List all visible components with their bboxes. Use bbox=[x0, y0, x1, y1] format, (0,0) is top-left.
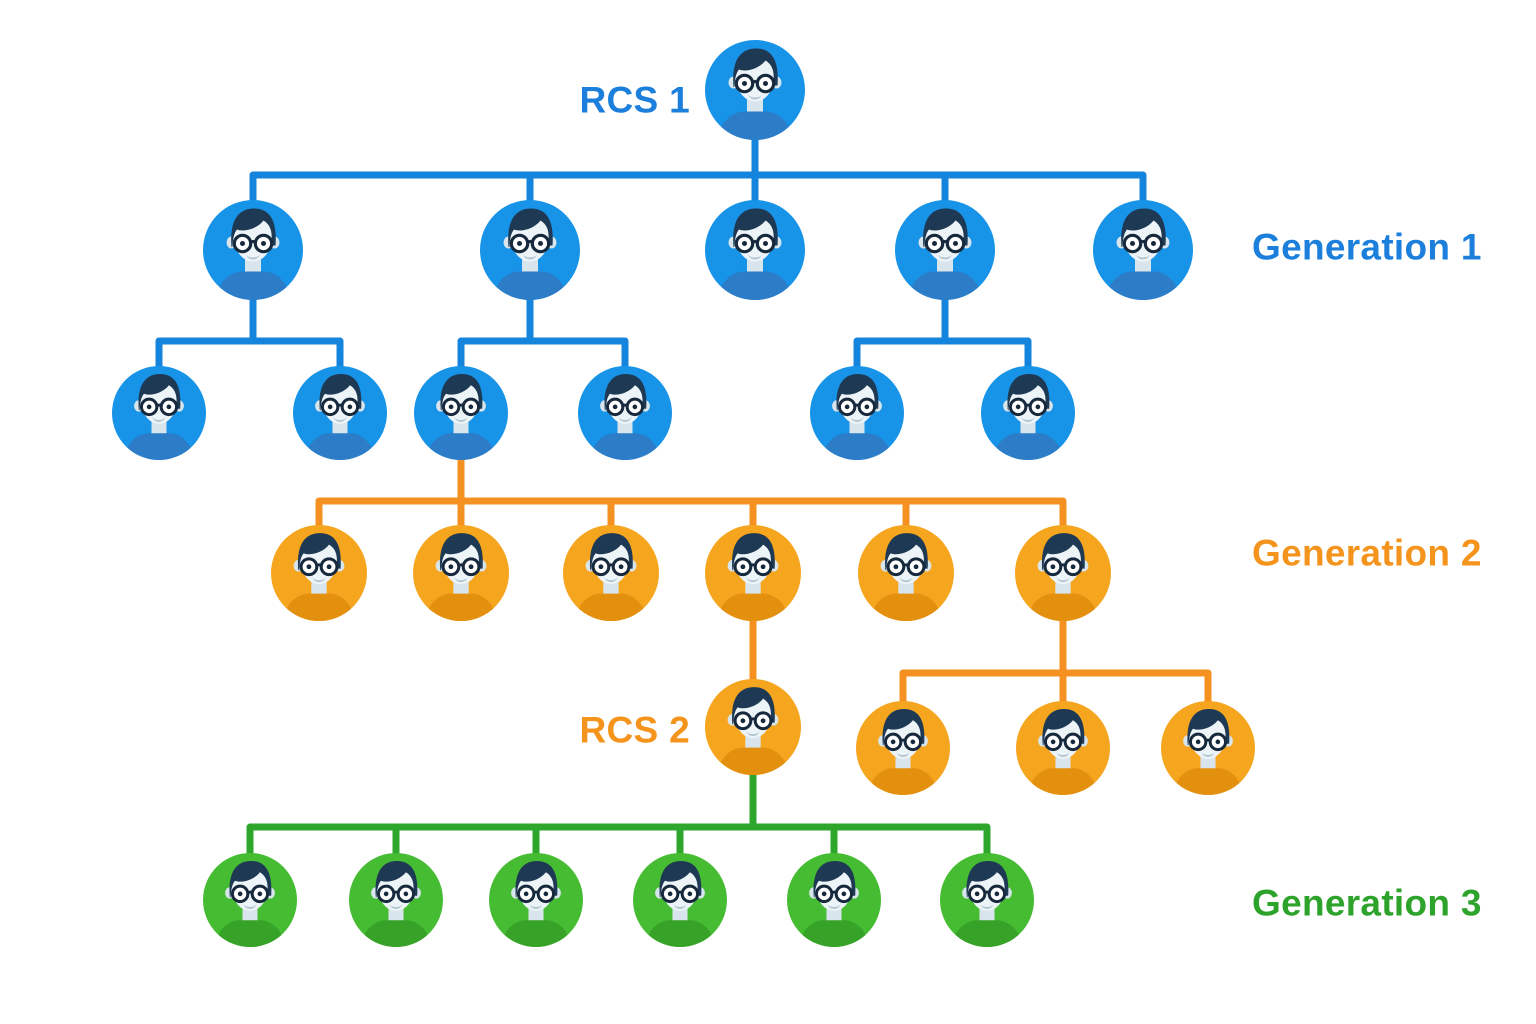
avatar-gen2-child-1 bbox=[856, 701, 950, 795]
connector-line bbox=[246, 823, 991, 859]
avatar-gen2-6 bbox=[1015, 525, 1111, 621]
person-icon bbox=[203, 200, 303, 300]
avatar-gen1-5 bbox=[1093, 200, 1193, 300]
avatar-gen1-child-1 bbox=[112, 366, 206, 460]
person-icon bbox=[940, 853, 1034, 947]
person-icon bbox=[112, 366, 206, 460]
person-icon bbox=[480, 200, 580, 300]
avatar-gen1-child-4 bbox=[578, 366, 672, 460]
avatar-gen3-5 bbox=[787, 853, 881, 947]
avatar-gen2-2 bbox=[413, 525, 509, 621]
person-icon bbox=[1093, 200, 1193, 300]
avatar-gen3-3 bbox=[489, 853, 583, 947]
person-icon bbox=[858, 525, 954, 621]
avatar-gen1-child-6 bbox=[981, 366, 1075, 460]
person-icon bbox=[787, 853, 881, 947]
person-icon bbox=[203, 853, 297, 947]
person-icon bbox=[578, 366, 672, 460]
person-icon bbox=[1161, 701, 1255, 795]
person-icon bbox=[810, 366, 904, 460]
person-icon bbox=[705, 679, 801, 775]
label-gen3: Generation 3 bbox=[1252, 882, 1482, 924]
connector-line bbox=[315, 497, 1067, 532]
avatar-gen1-child-3 bbox=[414, 366, 508, 460]
label-gen2: Generation 2 bbox=[1252, 532, 1482, 574]
label-gen1: Generation 1 bbox=[1252, 226, 1482, 268]
avatar-gen3-2 bbox=[349, 853, 443, 947]
avatar-gen2-5 bbox=[858, 525, 954, 621]
person-icon bbox=[895, 200, 995, 300]
avatar-gen2-child-2 bbox=[1016, 701, 1110, 795]
avatar-gen1-child-5 bbox=[810, 366, 904, 460]
person-icon bbox=[414, 366, 508, 460]
connector-line bbox=[457, 337, 629, 370]
label-rcs2: RCS 2 bbox=[579, 709, 690, 751]
person-icon bbox=[705, 200, 805, 300]
person-icon bbox=[413, 525, 509, 621]
avatar-gen1-2 bbox=[480, 200, 580, 300]
avatar-gen2-1 bbox=[271, 525, 367, 621]
person-icon bbox=[856, 701, 950, 795]
person-icon bbox=[633, 853, 727, 947]
avatar-gen1-1 bbox=[203, 200, 303, 300]
person-icon bbox=[1015, 525, 1111, 621]
avatar-gen1-child-2 bbox=[293, 366, 387, 460]
person-icon bbox=[705, 525, 801, 621]
avatar-gen3-4 bbox=[633, 853, 727, 947]
avatar-gen2-child-3 bbox=[1161, 701, 1255, 795]
avatar-gen1-3 bbox=[705, 200, 805, 300]
person-icon bbox=[349, 853, 443, 947]
avatar-gen3-1 bbox=[203, 853, 297, 947]
connector-line bbox=[249, 171, 1147, 206]
person-icon bbox=[1016, 701, 1110, 795]
person-icon bbox=[271, 525, 367, 621]
person-icon bbox=[293, 366, 387, 460]
person-icon bbox=[563, 525, 659, 621]
connector-line bbox=[853, 337, 1032, 370]
avatar-root bbox=[705, 40, 805, 140]
connector-line bbox=[155, 337, 344, 370]
avatar-gen2-4 bbox=[705, 525, 801, 621]
avatar-gen2-3 bbox=[563, 525, 659, 621]
avatar-gen3-6 bbox=[940, 853, 1034, 947]
avatar-gen1-4 bbox=[895, 200, 995, 300]
person-icon bbox=[705, 40, 805, 140]
label-rcs1: RCS 1 bbox=[579, 79, 690, 121]
connector-line bbox=[899, 669, 1212, 707]
avatar-rcs2 bbox=[705, 679, 801, 775]
person-icon bbox=[489, 853, 583, 947]
person-icon bbox=[981, 366, 1075, 460]
